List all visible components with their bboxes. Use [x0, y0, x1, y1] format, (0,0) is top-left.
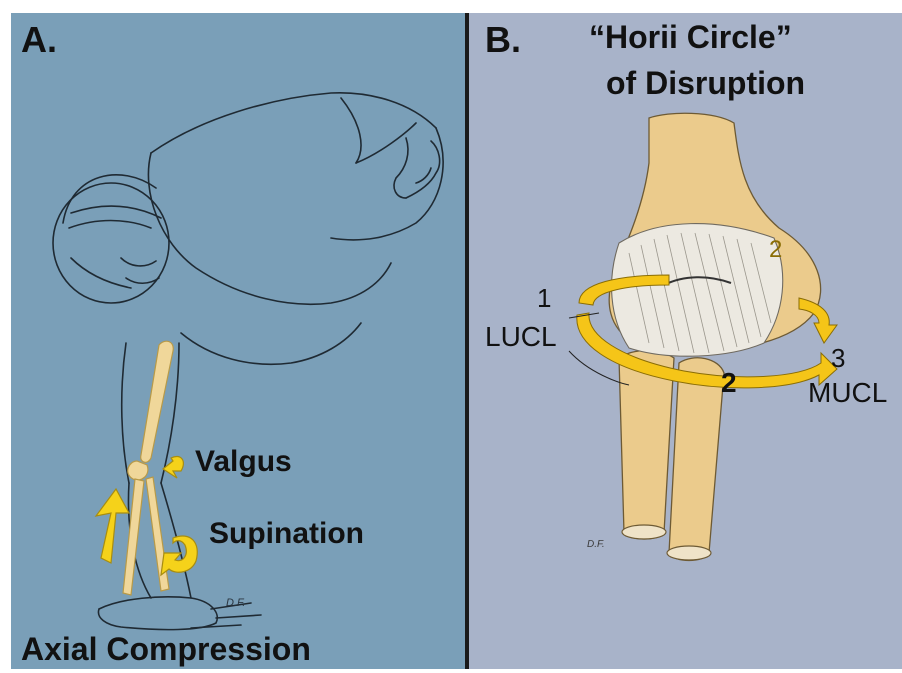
panel-b: B. “Horii Circle” of Disruption 1 LUCL 2… — [469, 13, 902, 669]
child-illustration — [11, 13, 465, 669]
stage-1-lucl-label: LUCL — [485, 321, 557, 353]
panel-a: A. Valgus Supination Axial Compression D… — [11, 13, 465, 669]
supination-label: Supination — [209, 517, 364, 551]
radius-bone — [669, 358, 724, 561]
stage-3-mucl-label: MUCL — [808, 377, 887, 409]
panel-b-title-line1: “Horii Circle” — [589, 19, 792, 56]
elbow-joint — [128, 461, 148, 480]
hand-outline — [98, 597, 217, 630]
ulna-cut-end — [622, 525, 666, 539]
valgus-label: Valgus — [195, 445, 292, 479]
hidden-stage-2-number: 2 — [769, 236, 782, 264]
stage-2-number: 2 — [721, 367, 737, 399]
axial-compression-arrow — [96, 489, 129, 563]
radius-bone — [146, 477, 169, 591]
radius-cut-end — [667, 546, 711, 560]
panel-a-artist-signature: D.F. — [226, 597, 245, 609]
panel-a-letter: A. — [21, 19, 57, 61]
panel-b-title-line2: of Disruption — [606, 65, 805, 102]
panel-b-letter: B. — [485, 19, 521, 61]
raised-hand — [394, 138, 408, 198]
axial-compression-label: Axial Compression — [21, 631, 311, 668]
panel-b-artist-signature: D.F. — [587, 539, 605, 550]
upper-arm-outline — [122, 343, 129, 483]
humerus-bone — [141, 341, 174, 462]
stage-3-number: 3 — [831, 343, 845, 374]
supination-arrow — [161, 536, 197, 575]
stage-1-number: 1 — [537, 283, 551, 314]
back-outline — [151, 93, 436, 153]
sleeve-outline — [181, 323, 361, 364]
